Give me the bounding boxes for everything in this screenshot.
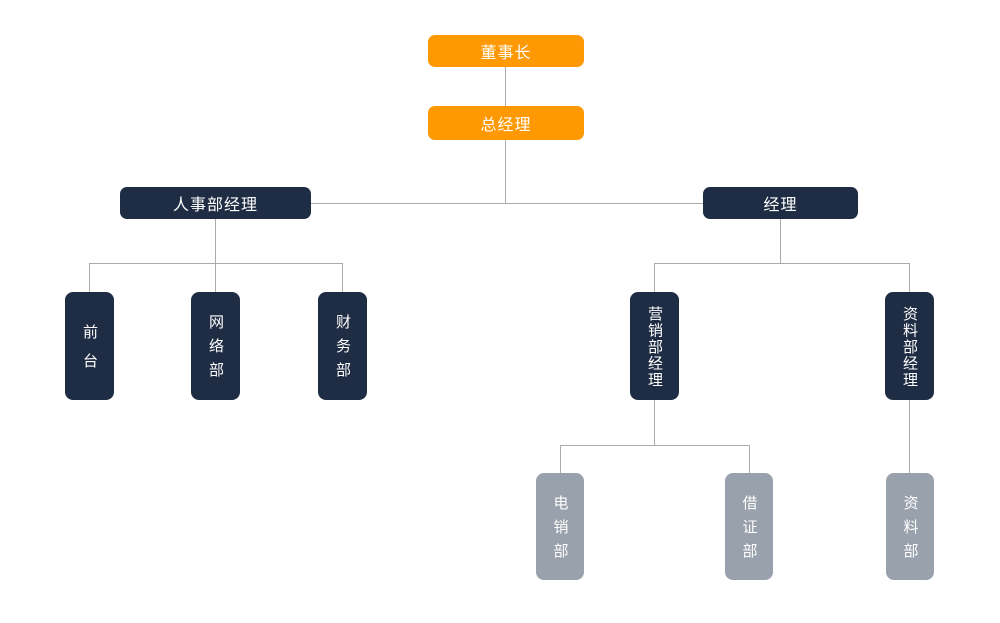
connector-manager-down: [780, 219, 781, 263]
org-node-data-dept-manager[interactable]: 资料部经理: [885, 292, 934, 400]
connector-main-bus: [311, 203, 703, 204]
org-node-marketing-manager[interactable]: 营销部经理: [630, 292, 679, 400]
org-node-network-dept-label: 网络部: [207, 314, 225, 386]
org-node-front-desk-label: 前台: [81, 324, 99, 382]
org-node-hr-manager[interactable]: 人事部经理: [120, 187, 311, 219]
connector-drop-network: [215, 263, 216, 292]
org-node-chairman-label: 董事长: [480, 43, 532, 62]
connector-drop-finance: [342, 263, 343, 292]
connector-data-manager-to-data-dept: [909, 400, 910, 473]
org-node-general-manager[interactable]: 总经理: [428, 106, 584, 140]
org-node-manager[interactable]: 经理: [703, 187, 858, 219]
connector-chairman-gm: [505, 67, 506, 107]
connector-drop-data-manager: [909, 263, 910, 292]
org-node-data-dept-label: 资料部: [901, 494, 920, 567]
connector-drop-front-desk: [89, 263, 90, 292]
org-node-data-dept-manager-label: 资料部经理: [901, 305, 919, 389]
org-node-telemarketing-dept[interactable]: 电销部: [536, 473, 584, 580]
org-node-data-dept[interactable]: 资料部: [886, 473, 934, 580]
org-node-front-desk[interactable]: 前台: [65, 292, 114, 400]
connector-drop-marketing: [654, 263, 655, 292]
org-node-network-dept[interactable]: 网络部: [191, 292, 240, 400]
connector-left-bus: [89, 263, 343, 264]
org-node-general-manager-label: 总经理: [480, 115, 532, 134]
org-node-manager-label: 经理: [763, 195, 798, 214]
connector-lower-bus: [560, 445, 749, 446]
org-node-telemarketing-dept-label: 电销部: [551, 494, 570, 567]
connector-gm-down: [505, 140, 506, 203]
connector-drop-telemarketing: [560, 445, 561, 473]
org-node-hr-manager-label: 人事部经理: [172, 195, 258, 214]
org-node-finance-dept-label: 财务部: [334, 314, 352, 386]
org-node-certificate-dept-label: 借证部: [740, 494, 759, 567]
connector-hr-down: [215, 219, 216, 263]
connector-drop-certificate: [749, 445, 750, 473]
connector-right-bus: [654, 263, 909, 264]
org-node-marketing-manager-label: 营销部经理: [646, 305, 664, 389]
org-node-finance-dept[interactable]: 财务部: [318, 292, 367, 400]
connector-marketing-down: [654, 400, 655, 445]
org-node-chairman[interactable]: 董事长: [428, 35, 584, 67]
org-node-certificate-dept[interactable]: 借证部: [725, 473, 773, 580]
